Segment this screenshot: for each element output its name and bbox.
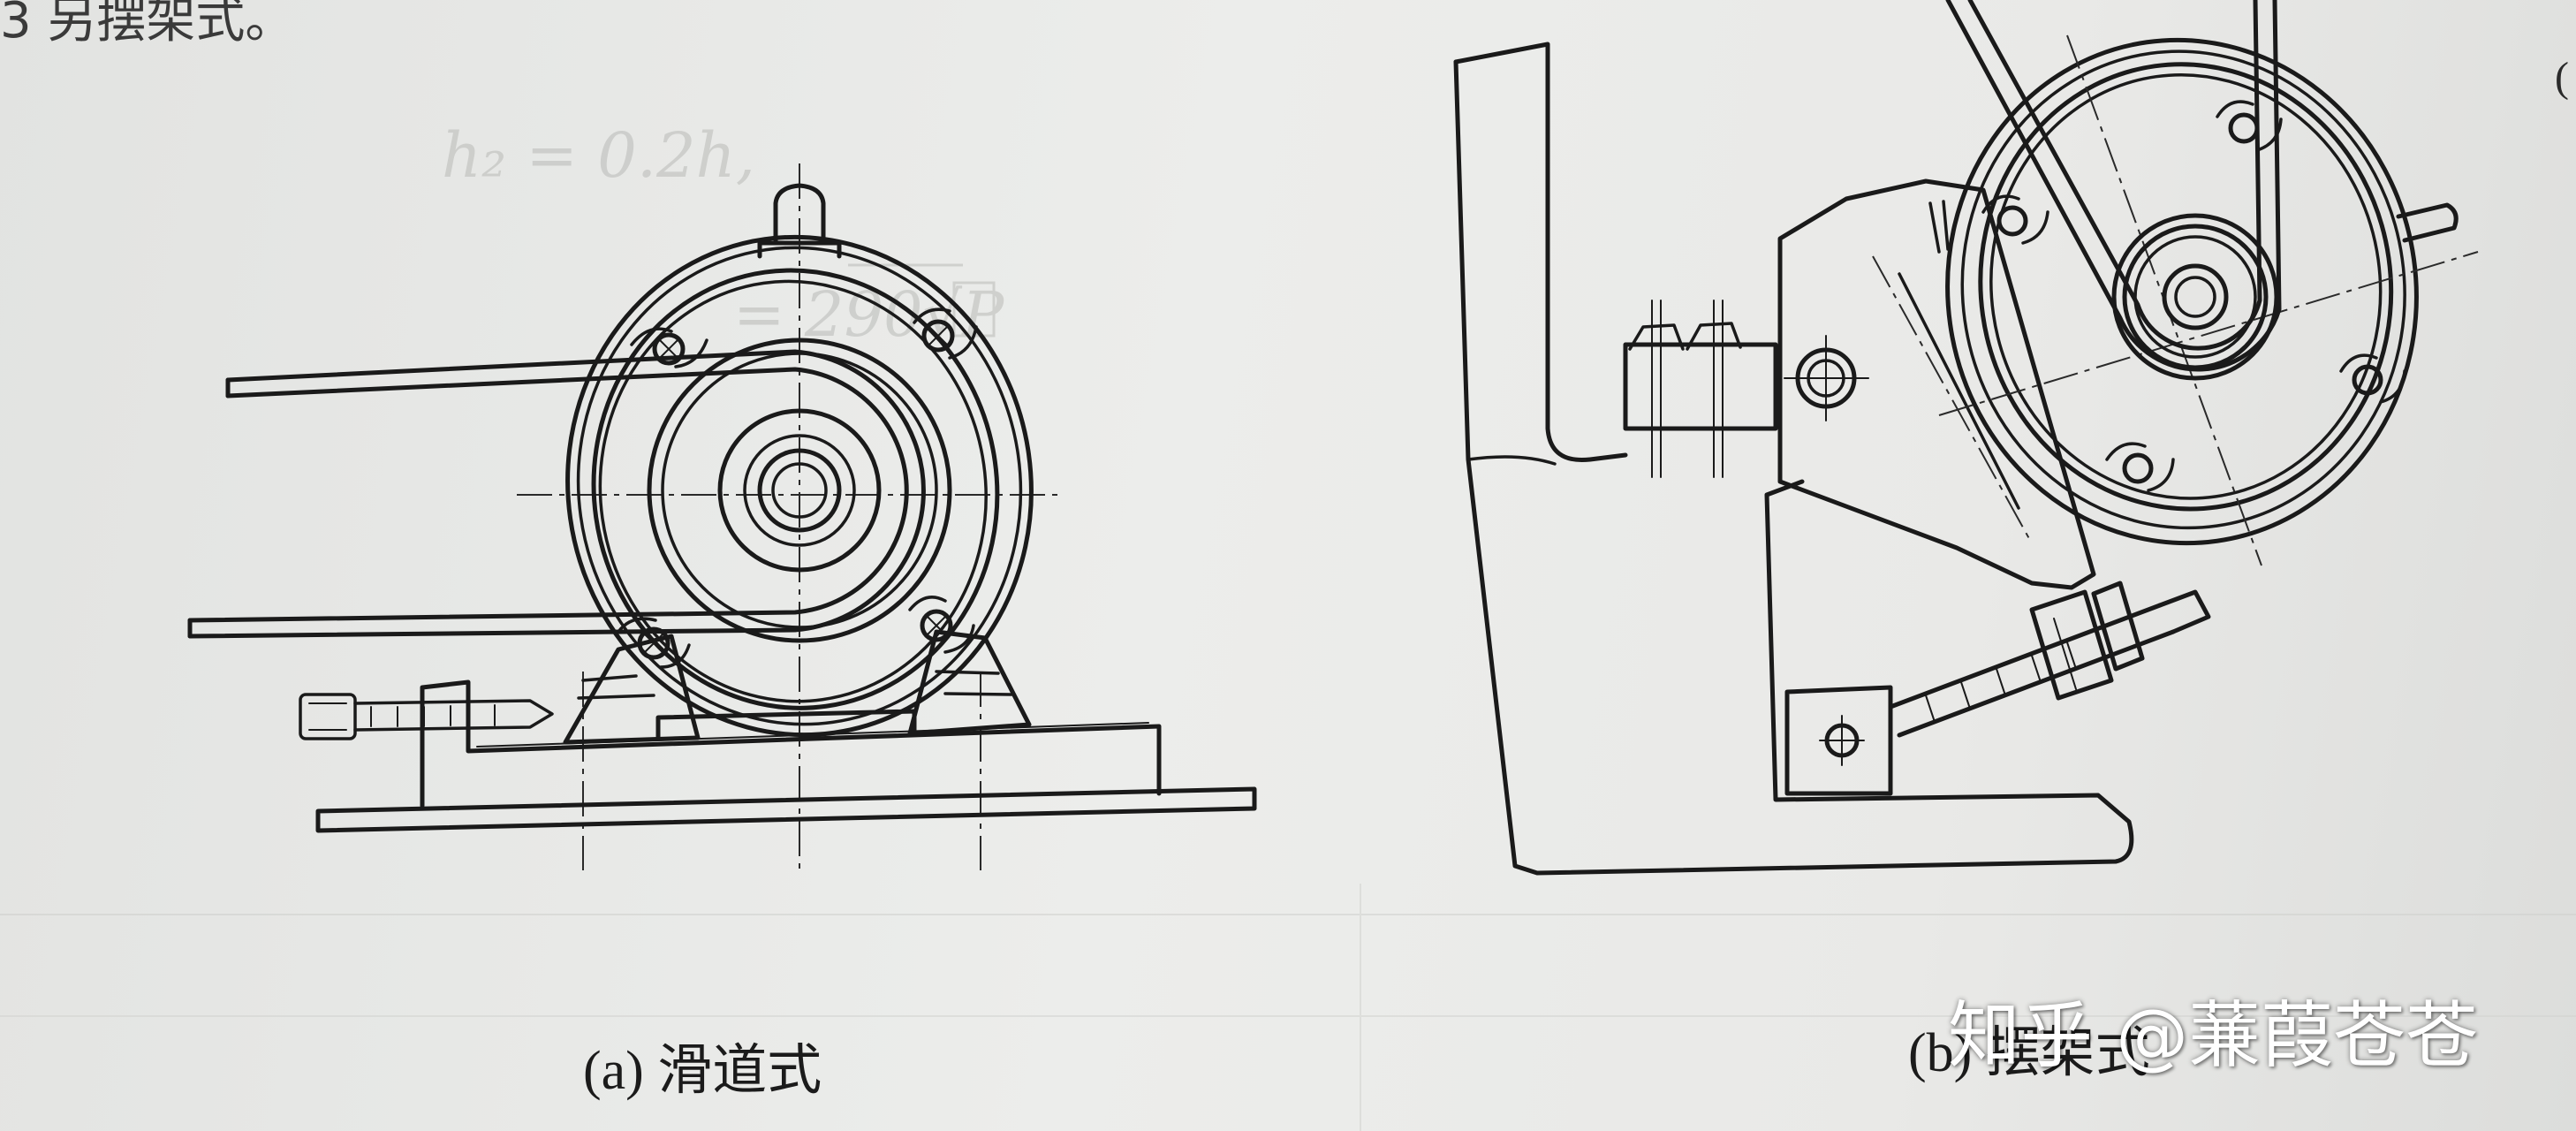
rod-nut-2 (2091, 581, 2145, 672)
svg-text:h₂ = 0.2h,: h₂ = 0.2h, (442, 119, 755, 192)
adjust-screw-head (299, 693, 357, 740)
pulley-b (2111, 213, 2279, 381)
slide-rail (420, 679, 1162, 808)
clamp-plate (1784, 685, 1893, 796)
caption-b: (b) 摆架式 (1908, 1023, 2150, 1083)
motor-body-b (1945, 37, 2419, 546)
figure-a-slide-rail (187, 163, 1257, 870)
motor-b-bolts (1981, 100, 2406, 492)
zhihu-watermark: 知乎 @蒹葭苍苍 (1948, 994, 2479, 1078)
bleed-through-text: h₂ = 0.2h, = 290√P (0, 119, 2576, 1131)
base-plate (315, 786, 1257, 833)
caption-a: (a) 滑道式 (583, 1041, 822, 1101)
wall-edge (1453, 42, 1628, 463)
belt-a (187, 349, 926, 639)
adjust-rod (1888, 603, 2176, 738)
rod-nut-1 (2029, 589, 2114, 701)
page-top-text: 3 另摆架式。 (0, 0, 295, 49)
figure-b-swing-frame (1453, 0, 2479, 876)
end-shield-bolts (617, 307, 978, 669)
top-shaft-key (773, 183, 826, 246)
pivot-joint (1784, 335, 1869, 421)
motor-end-shield (565, 234, 1034, 738)
frame-outline (1453, 59, 2134, 876)
rod-end (2157, 589, 2211, 634)
edge-mark: ( (2555, 54, 2569, 101)
belt-b (1945, 0, 2282, 372)
shaft-end (2396, 202, 2459, 243)
swing-bracket (1777, 178, 2096, 590)
svg-text:= 290√P: = 290√P (733, 278, 1005, 351)
mounting-block (1623, 342, 1778, 431)
